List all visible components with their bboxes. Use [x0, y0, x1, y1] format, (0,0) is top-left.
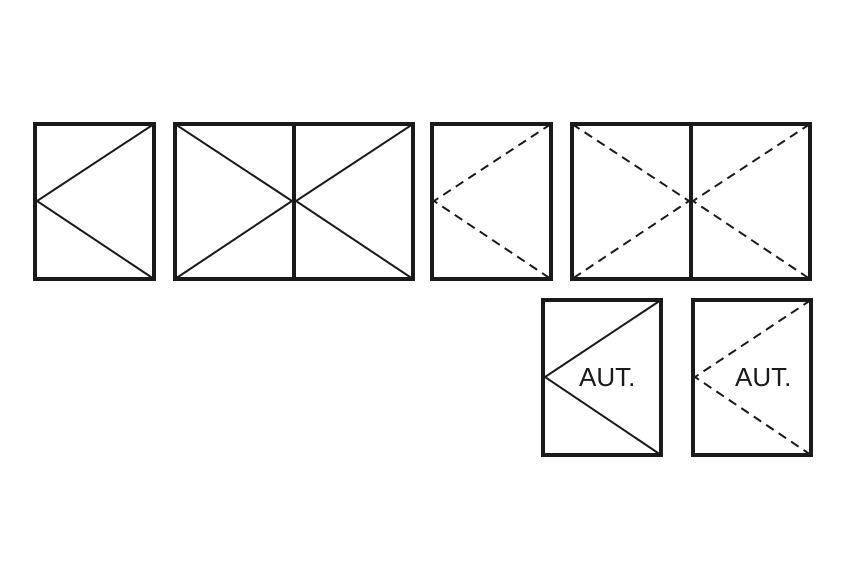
opening-triangle: [35, 123, 155, 280]
sash-frame-left: [173, 122, 296, 281]
sash-frame-right: [689, 122, 812, 281]
opening-triangle-dashed-left: [571, 123, 691, 280]
double-sash-solid-symbol: [173, 122, 415, 281]
opening-triangle: [543, 299, 662, 456]
automatic-sash-solid-symbol: AUT.: [541, 298, 663, 457]
opening-triangle-dashed: [432, 123, 552, 280]
aut-label: AUT.: [579, 362, 635, 392]
sash-frame: [541, 298, 663, 457]
single-sash-dashed-symbol: [430, 122, 553, 281]
sash-frame: [33, 122, 156, 281]
sash-frame: [691, 298, 813, 457]
opening-triangle-dashed-right: [691, 123, 811, 280]
sash-frame-right: [292, 122, 415, 281]
automatic-sash-dashed-symbol: AUT.: [691, 298, 813, 457]
aut-label: AUT.: [735, 362, 791, 392]
single-sash-solid-symbol: [33, 122, 156, 281]
opening-triangle-dashed: [693, 299, 812, 456]
double-sash-dashed-symbol: [570, 122, 812, 281]
opening-triangle-left: [174, 123, 294, 280]
sash-frame-left: [570, 122, 693, 281]
opening-triangle-right: [294, 123, 414, 280]
sash-frame: [430, 122, 553, 281]
